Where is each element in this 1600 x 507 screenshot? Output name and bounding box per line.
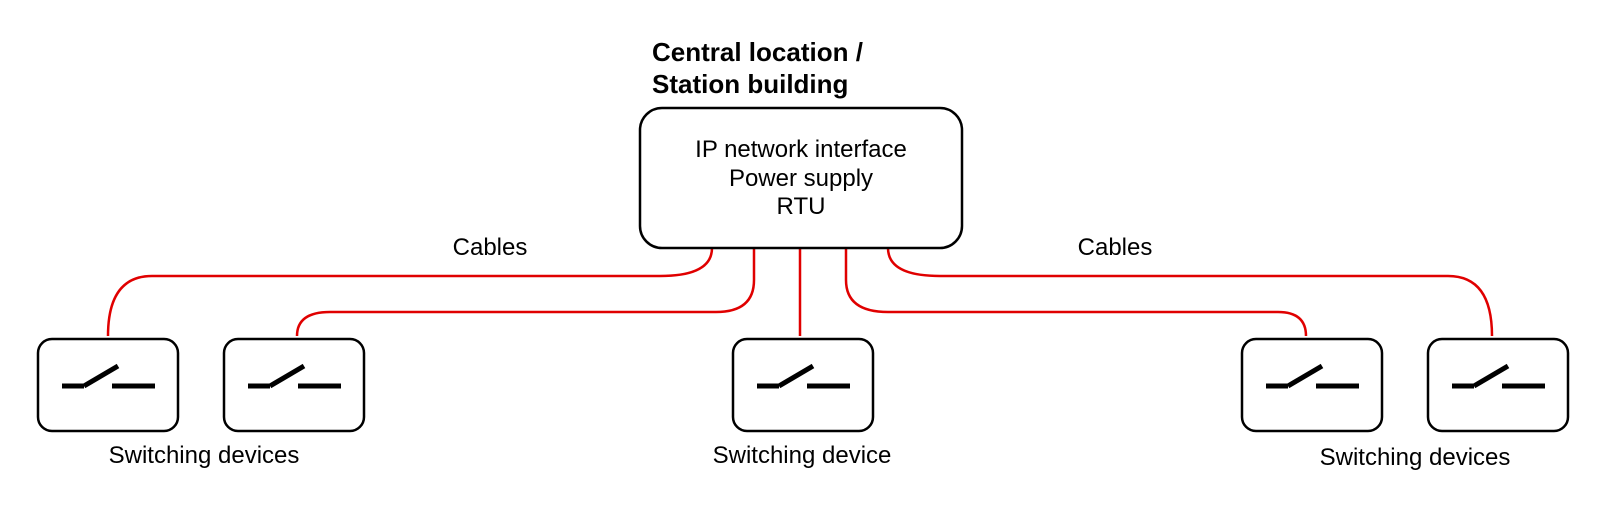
- open-switch-icon: [248, 363, 341, 389]
- title-line-2: Station building: [652, 69, 848, 99]
- switching-device-2: [222, 337, 366, 433]
- device-box: [36, 337, 180, 433]
- cables-label-right: Cables: [1078, 234, 1153, 261]
- central-station-box: [638, 106, 964, 250]
- switching-device-5: [1426, 337, 1570, 433]
- switching-device-4: [1240, 337, 1384, 433]
- device-box: [731, 337, 875, 433]
- central-line-rtu: RTU: [777, 193, 826, 220]
- device-group-label-left: Switching devices: [109, 442, 300, 469]
- open-switch-icon: [757, 363, 850, 389]
- open-switch-icon: [1266, 363, 1359, 389]
- cable-to-device-5: [886, 247, 1494, 337]
- device-box: [1426, 337, 1570, 433]
- device-box: [222, 337, 366, 433]
- cable-to-device-4: [844, 248, 1308, 337]
- central-line-ip: IP network interface: [695, 136, 907, 163]
- central-line-power: Power supply: [729, 165, 873, 192]
- cables-label-left: Cables: [453, 234, 528, 261]
- device-group-label-right: Switching devices: [1320, 444, 1511, 471]
- open-switch-icon: [1452, 363, 1545, 389]
- cables: [106, 247, 1494, 337]
- device-box: [1240, 337, 1384, 433]
- cable-to-device-2: [295, 248, 756, 337]
- cable-to-device-1: [106, 247, 714, 337]
- title-line-1: Central location /: [652, 37, 863, 67]
- switching-device-3: [731, 337, 875, 433]
- device-label-center: Switching device: [713, 442, 892, 469]
- switching-device-1: [36, 337, 180, 433]
- open-switch-icon: [62, 363, 155, 389]
